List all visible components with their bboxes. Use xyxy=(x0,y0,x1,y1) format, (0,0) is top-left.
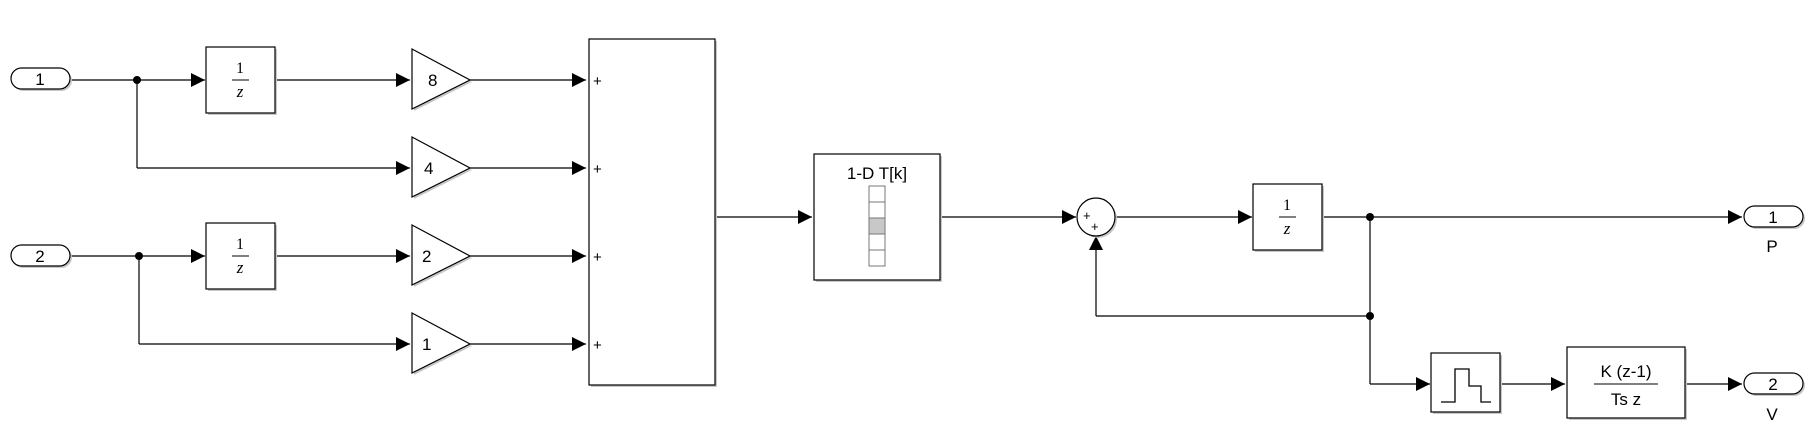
zero-order-hold-block[interactable] xyxy=(1430,352,1502,414)
unit-delay-3-denominator: z xyxy=(1283,219,1291,238)
outport-1[interactable]: 1 xyxy=(1743,205,1805,229)
sum2-input-sign-left: + xyxy=(1083,208,1091,223)
gain-8[interactable]: 8 xyxy=(411,47,472,111)
gain-2-value: 2 xyxy=(422,247,431,266)
outport-2[interactable]: 2 xyxy=(1743,372,1805,396)
inport-2-label: 2 xyxy=(35,247,44,266)
unit-delay-2-numerator: 1 xyxy=(236,236,244,253)
branch-point xyxy=(1366,213,1374,221)
lookup-table-icon xyxy=(868,185,886,267)
sum-input-sign: + xyxy=(593,337,602,354)
outport-2-label: 2 xyxy=(1768,375,1777,394)
outport-1-label: 1 xyxy=(1768,208,1777,227)
unit-delay-1-numerator: 1 xyxy=(236,60,244,77)
zoh-staircase-icon xyxy=(1441,368,1491,403)
outport-1-name: P xyxy=(1766,237,1777,256)
discrete-derivative-denominator: Ts z xyxy=(1611,390,1641,409)
sum2-input-sign-bottom: + xyxy=(1091,219,1099,234)
lookup-table-title: 1-D T[k] xyxy=(847,164,907,183)
unit-delay-2-denominator: z xyxy=(236,258,244,277)
inport-1-label: 1 xyxy=(35,70,44,89)
sum-input-sign: + xyxy=(593,73,602,90)
gain-2[interactable]: 2 xyxy=(411,223,472,287)
sum-input-sign: + xyxy=(593,249,602,266)
unit-delay-1-denominator: z xyxy=(236,82,244,101)
unit-delay-3[interactable]: 1 z xyxy=(1252,183,1324,252)
inport-1[interactable]: 1 xyxy=(10,67,72,91)
sum-block[interactable]: + + + + xyxy=(588,38,717,387)
sum-circle-block[interactable]: + + xyxy=(1076,197,1117,238)
branch-point xyxy=(135,252,143,260)
inport-2[interactable]: 2 xyxy=(10,244,72,268)
gain-4-value: 4 xyxy=(424,159,433,178)
gain-1[interactable]: 1 xyxy=(411,311,472,375)
gain-8-value: 8 xyxy=(428,71,437,90)
unit-delay-1[interactable]: 1 z xyxy=(205,46,277,115)
sum-input-sign: + xyxy=(593,161,602,178)
branch-point xyxy=(1366,312,1374,320)
gain-1-value: 1 xyxy=(422,335,431,354)
signal-lines xyxy=(70,73,1742,391)
discrete-derivative-block[interactable]: K (z-1) Ts z xyxy=(1566,346,1687,420)
discrete-derivative-numerator: K (z-1) xyxy=(1601,362,1652,381)
unit-delay-3-numerator: 1 xyxy=(1283,197,1291,214)
lookup-table-block[interactable]: 1-D T[k] xyxy=(813,153,942,282)
gain-4[interactable]: 4 xyxy=(411,135,472,199)
outport-2-name: V xyxy=(1766,405,1778,424)
branch-point xyxy=(133,76,141,84)
unit-delay-2[interactable]: 1 z xyxy=(205,222,277,291)
